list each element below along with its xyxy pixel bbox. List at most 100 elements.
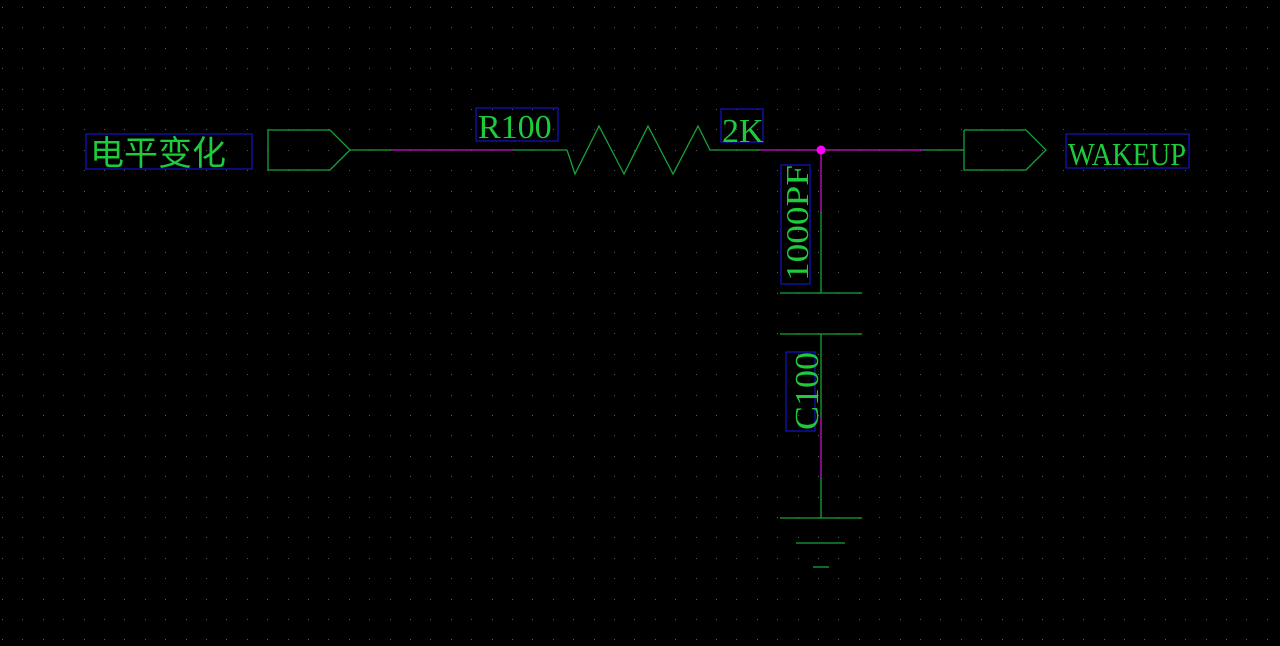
grid-dot: [940, 497, 941, 498]
grid-dot: [614, 68, 615, 69]
grid-dot: [471, 435, 472, 436]
grid-dot: [471, 27, 472, 28]
grid-dot: [696, 170, 697, 171]
grid-dot: [186, 252, 187, 253]
grid-dot: [1206, 415, 1207, 416]
grid-dot: [410, 48, 411, 49]
grid-dot: [1185, 7, 1186, 8]
grid-dot: [104, 272, 105, 273]
grid-dot: [1124, 639, 1125, 640]
grid-dot: [471, 109, 472, 110]
grid-dot: [920, 293, 921, 294]
grid-dot: [1022, 578, 1023, 579]
grid-dot: [1002, 109, 1003, 110]
grid-dot: [614, 354, 615, 355]
grid-dot: [1124, 252, 1125, 253]
grid-dot: [104, 7, 105, 8]
grid-dot: [1144, 7, 1145, 8]
grid-dot: [696, 537, 697, 538]
grid-dot: [1124, 497, 1125, 498]
grid-dot: [247, 374, 248, 375]
grid-dot: [451, 313, 452, 314]
grid-dot: [981, 313, 982, 314]
grid-dot: [349, 497, 350, 498]
grid-dot: [675, 231, 676, 232]
resistor-value-label[interactable]: 2K: [720, 108, 764, 150]
grid-dot: [84, 231, 85, 232]
grid-dot: [430, 89, 431, 90]
input-port-label[interactable]: 电平变化: [85, 133, 253, 173]
grid-dot: [634, 333, 635, 334]
grid-dot: [104, 497, 105, 498]
grid-dot: [879, 497, 880, 498]
grid-dot: [1104, 395, 1105, 396]
grid-dot: [1083, 129, 1084, 130]
grid-dot: [308, 374, 309, 375]
grid-dot: [1083, 415, 1084, 416]
grid-dot: [675, 476, 676, 477]
grid-dot: [798, 252, 799, 253]
grid-dot: [451, 517, 452, 518]
grid-dot: [920, 517, 921, 518]
grid-dot: [634, 68, 635, 69]
grid-dot: [492, 476, 493, 477]
grid-dot: [757, 619, 758, 620]
capacitor-designator-label[interactable]: C100: [785, 351, 826, 432]
grid-dot: [84, 7, 85, 8]
grid-dot: [1042, 497, 1043, 498]
grid-dot: [777, 374, 778, 375]
junction-dot-icon[interactable]: [816, 145, 826, 155]
grid-dot: [369, 497, 370, 498]
grid-dot: [1144, 517, 1145, 518]
input-port-icon[interactable]: [267, 129, 351, 171]
grid-dot: [369, 211, 370, 212]
grid-dot: [267, 639, 268, 640]
grid-dot: [757, 27, 758, 28]
grid-dot: [594, 415, 595, 416]
grid-dot: [471, 333, 472, 334]
grid-dot: [308, 191, 309, 192]
grid-dot: [410, 619, 411, 620]
grid-dot: [165, 639, 166, 640]
grid-dot: [84, 578, 85, 579]
grid-dot: [1185, 150, 1186, 151]
capacitor-value-label[interactable]: 1000PF: [779, 164, 815, 285]
grid-dot: [859, 558, 860, 559]
output-port-icon[interactable]: [963, 129, 1047, 171]
grid-dot: [369, 68, 370, 69]
grid-dot: [1165, 170, 1166, 171]
grid-dot: [981, 497, 982, 498]
grid-dot: [492, 191, 493, 192]
grid-dot: [696, 558, 697, 559]
grid-dot: [757, 231, 758, 232]
grid-dot: [186, 191, 187, 192]
grid-dot: [349, 89, 350, 90]
grid-dot: [1104, 231, 1105, 232]
ground-symbol-icon[interactable]: [780, 517, 862, 568]
grid-dot: [553, 537, 554, 538]
grid-dot: [961, 578, 962, 579]
grid-dot: [757, 68, 758, 69]
resistor-zigzag-icon[interactable]: [566, 124, 760, 176]
grid-dot: [757, 476, 758, 477]
grid-dot: [1246, 27, 1247, 28]
grid-dot: [390, 68, 391, 69]
grid-dot: [920, 333, 921, 334]
grid-dot: [553, 578, 554, 579]
resistor-designator-label[interactable]: R100: [475, 107, 559, 146]
grid-dot: [349, 48, 350, 49]
grid-dot: [104, 578, 105, 579]
output-port-label[interactable]: WAKEUP: [1065, 133, 1190, 172]
grid-dot: [206, 129, 207, 130]
grid-dot: [63, 313, 64, 314]
grid-dot: [165, 558, 166, 559]
grid-dot: [736, 191, 737, 192]
grid-dot: [1124, 395, 1125, 396]
capacitor-icon[interactable]: [780, 292, 862, 335]
grid-dot: [226, 293, 227, 294]
grid-dot: [1042, 639, 1043, 640]
grid-dot: [961, 109, 962, 110]
grid-dot: [512, 599, 513, 600]
grid-dot: [349, 109, 350, 110]
